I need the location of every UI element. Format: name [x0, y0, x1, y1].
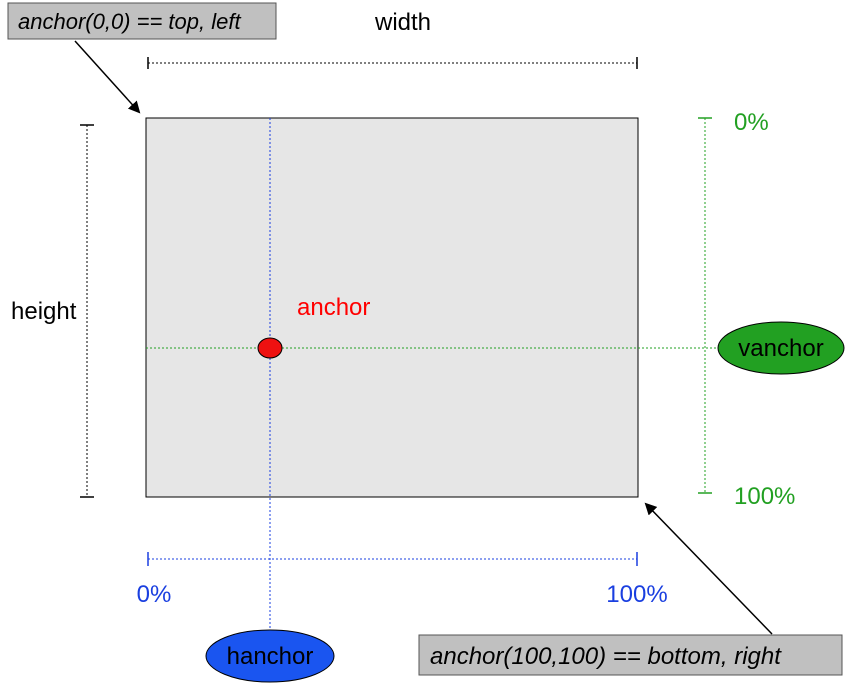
anchor-label: anchor — [297, 294, 370, 321]
vanchor-label: vanchor — [738, 335, 823, 362]
bottom-right-note: anchor(100,100) == bottom, right — [418, 634, 843, 676]
width-label: width — [374, 9, 431, 36]
element-box — [145, 117, 639, 498]
height-label: height — [11, 298, 77, 325]
h-right-percent: 100% — [606, 581, 667, 608]
vanchor-badge: vanchor — [717, 321, 845, 375]
top-left-arrow — [74, 40, 141, 114]
hanchor-badge: hanchor — [205, 629, 335, 683]
hanchor-label: hanchor — [227, 643, 314, 670]
horizontal-scale — [147, 552, 638, 566]
h-left-percent: 0% — [137, 581, 172, 608]
bottom-right-note-text: anchor(100,100) == bottom, right — [430, 643, 782, 670]
v-bottom-percent: 100% — [734, 483, 795, 510]
top-left-note-text: anchor(0,0) == top, left — [18, 9, 241, 34]
top-left-note: anchor(0,0) == top, left — [7, 2, 277, 40]
height-dimension — [80, 124, 94, 498]
vertical-scale — [698, 117, 712, 494]
v-top-percent: 0% — [734, 109, 769, 136]
anchor-point — [257, 337, 283, 359]
width-dimension — [147, 57, 638, 69]
bottom-right-arrow — [644, 502, 773, 635]
